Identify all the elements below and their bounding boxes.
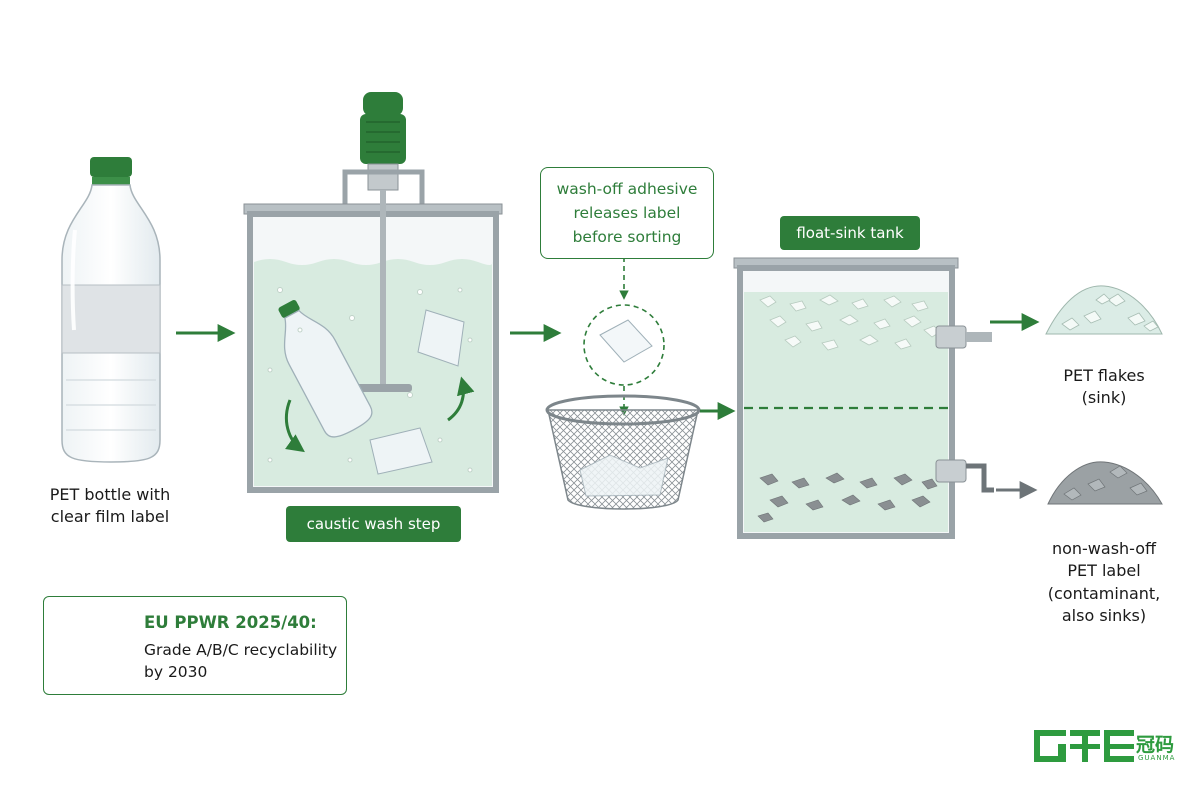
float-sink-label: float-sink tank [780, 216, 920, 250]
flakes-caption: PET flakes (sink) [1034, 365, 1174, 410]
brand-sub: GUANMA [1138, 754, 1175, 762]
contaminant-caption: non-wash-off PET label (contaminant, als… [1024, 538, 1184, 628]
flakes-caption-line1: PET flakes [1034, 365, 1174, 387]
regulation-body: Grade A/B/C recyclability by 2030 [144, 639, 340, 684]
bottle-caption-line2: clear film label [35, 506, 185, 528]
caustic-wash-tank [244, 92, 502, 490]
contaminant-pile-icon [1048, 462, 1162, 504]
flakes-caption-line2: (sink) [1034, 387, 1174, 409]
regulation-title: EU PPWR 2025/40: [144, 613, 317, 632]
contaminant-caption-line2: PET label [1024, 560, 1184, 582]
bottle-caption: PET bottle with clear film label [35, 484, 185, 529]
caustic-wash-label: caustic wash step [286, 506, 461, 542]
guanma-logo-icon [1034, 730, 1134, 762]
callout-line1: wash-off adhesive [557, 177, 698, 201]
callout-line2: releases label [573, 201, 680, 225]
brand-name: 冠码 [1136, 730, 1174, 757]
adhesive-callout: wash-off adhesive releases label before … [540, 167, 714, 259]
mesh-basket-icon [547, 396, 699, 509]
callout-line3: before sorting [573, 225, 682, 249]
released-label-icon [584, 305, 664, 385]
pet-bottle-icon [62, 157, 160, 462]
float-sink-tank [734, 258, 994, 536]
pet-flakes-pile-icon [1046, 286, 1162, 334]
regulation-line1: Grade A/B/C recyclability [144, 639, 340, 661]
bottle-caption-line1: PET bottle with [35, 484, 185, 506]
contaminant-caption-line3: (contaminant, [1024, 583, 1184, 605]
contaminant-caption-line4: also sinks) [1024, 605, 1184, 627]
regulation-box: EU PPWR 2025/40: Grade A/B/C recyclabili… [43, 596, 347, 695]
contaminant-caption-line1: non-wash-off [1024, 538, 1184, 560]
regulation-line2: by 2030 [144, 661, 340, 683]
